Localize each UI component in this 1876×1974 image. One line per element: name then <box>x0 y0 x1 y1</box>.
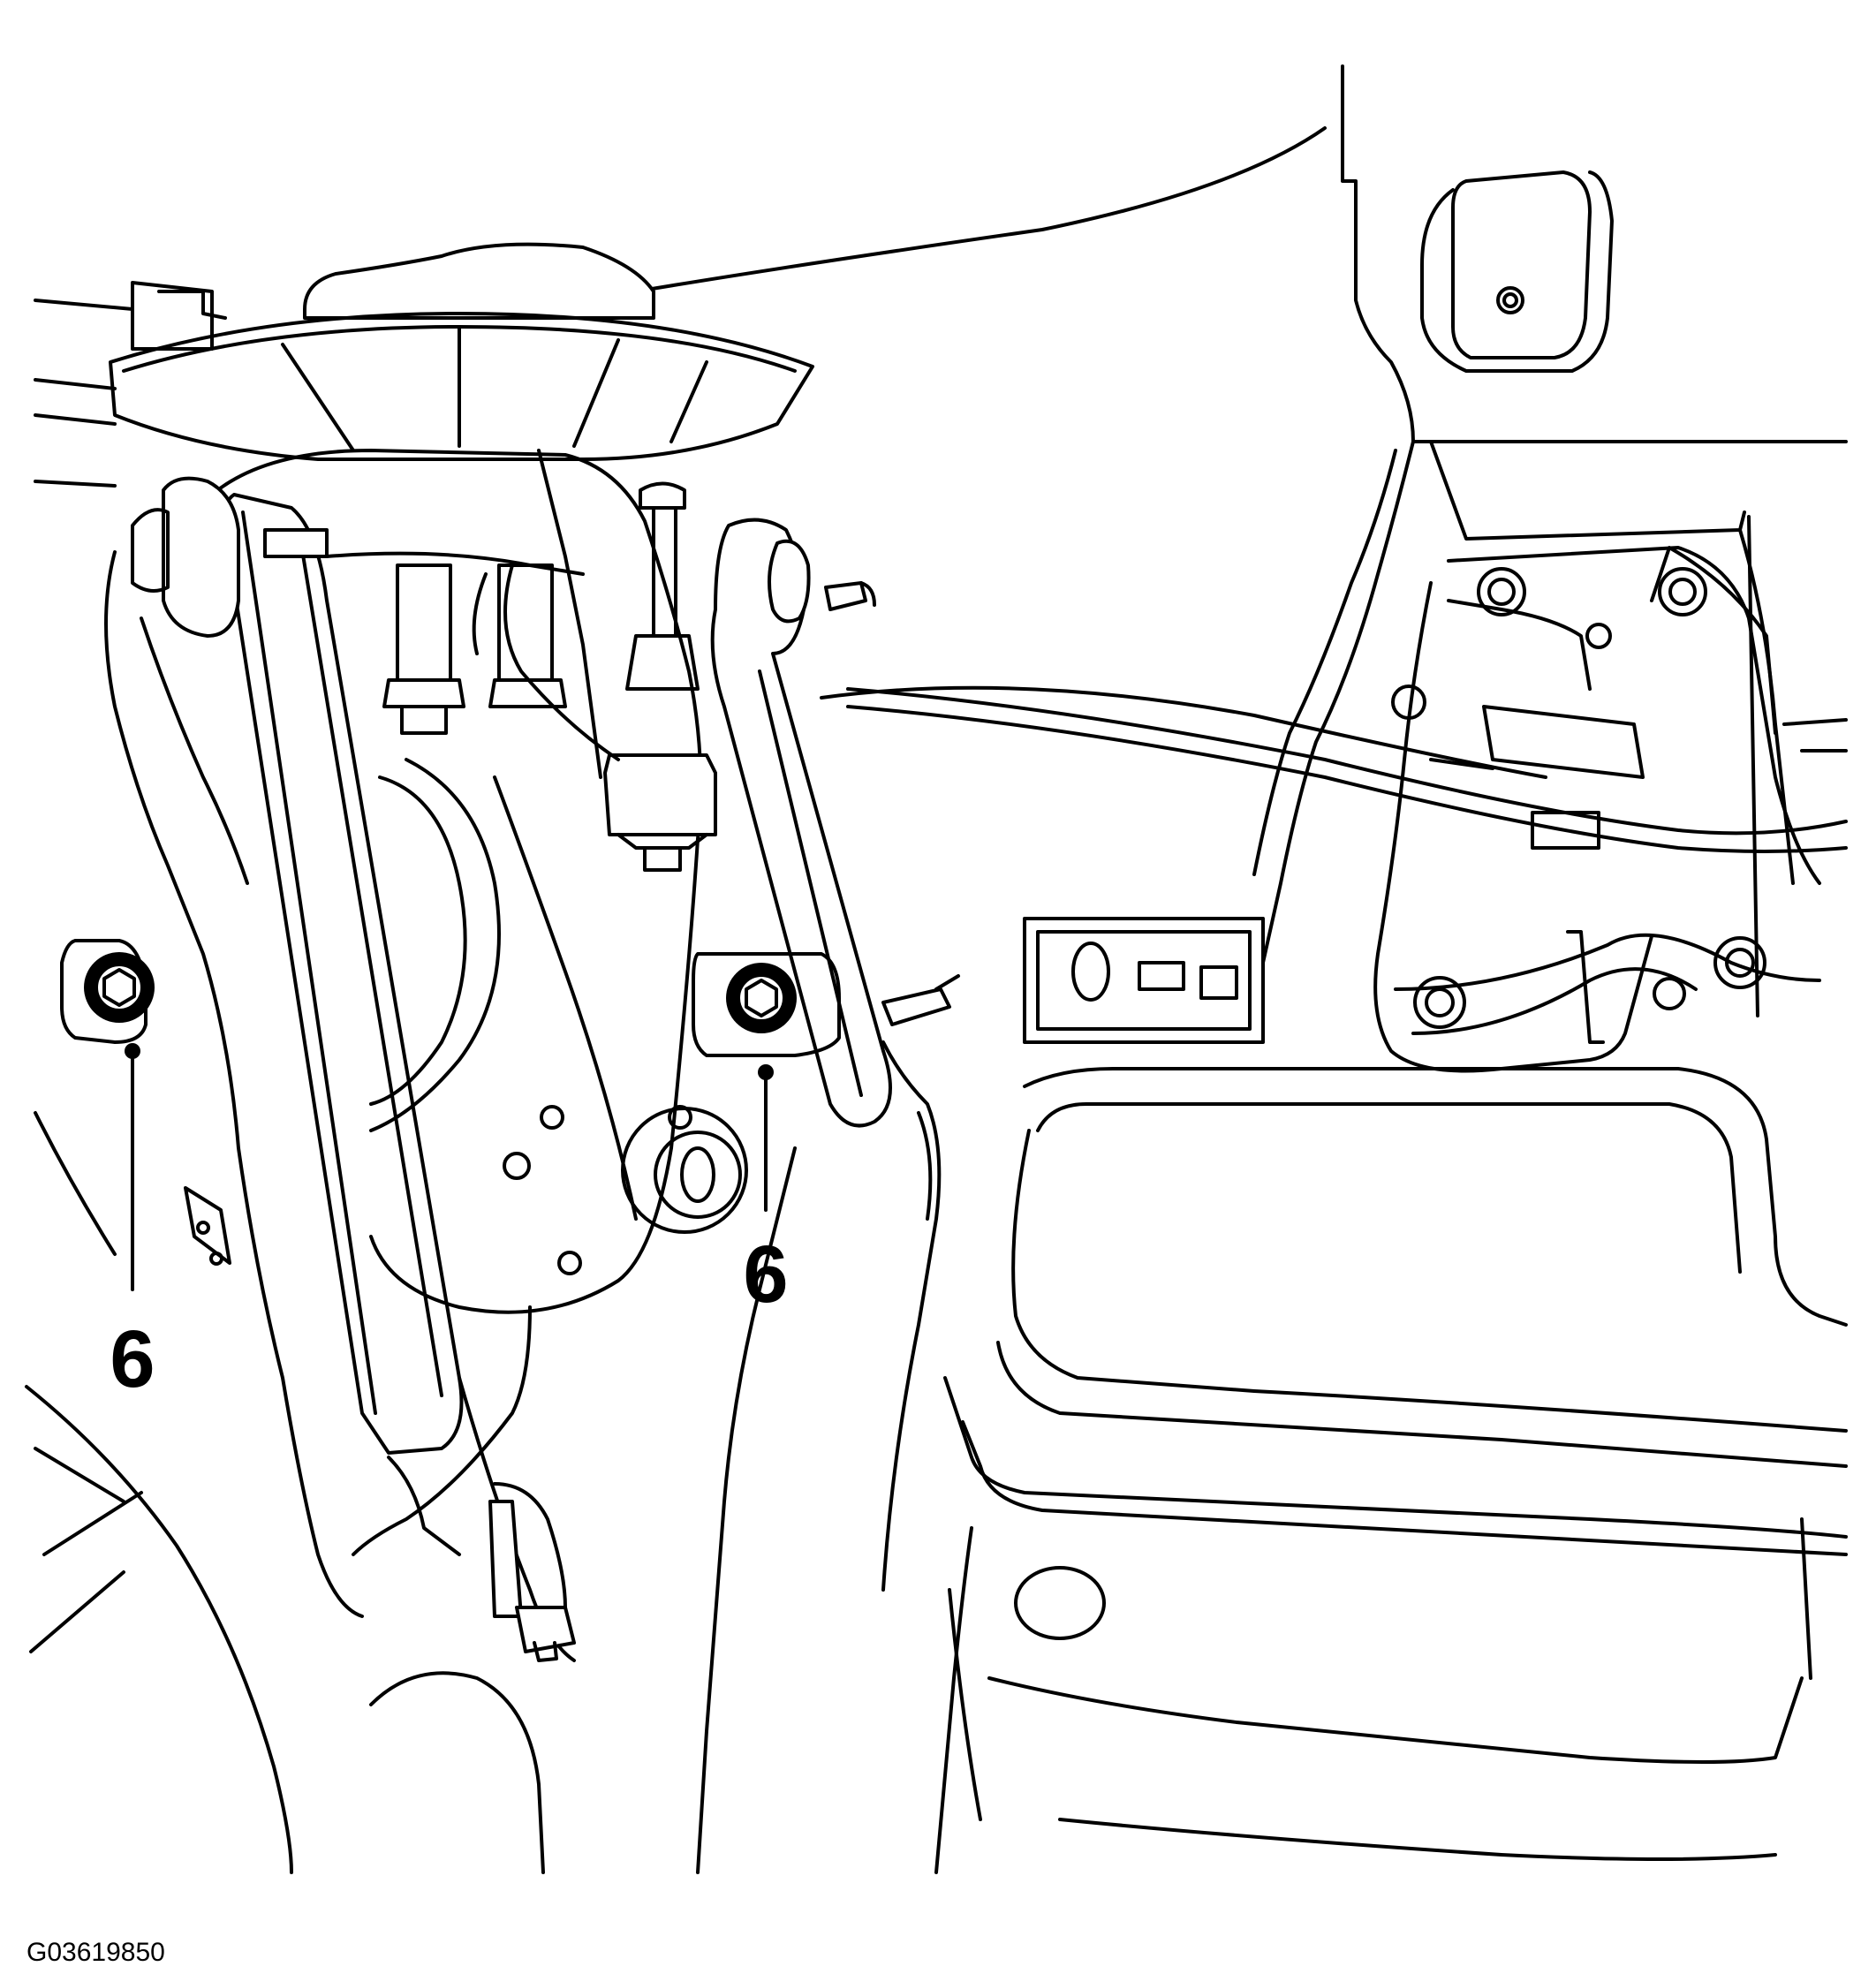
callout-left: 6 <box>110 1043 155 1404</box>
brake-lines <box>820 685 1848 853</box>
sensor-bracket <box>881 917 1265 1044</box>
figure-id: G03619850 <box>26 1938 165 1967</box>
mount-plates <box>60 939 841 1057</box>
strut-top-mount <box>34 242 814 488</box>
lower-arm <box>352 1040 942 1874</box>
upper-link-mount <box>325 551 620 761</box>
lower-body-panels <box>934 1067 1848 1874</box>
callout-label: 6 <box>743 1229 788 1320</box>
trailing-arm <box>104 476 464 1618</box>
shock-absorber <box>603 481 717 872</box>
bolt-6-center <box>726 963 797 1033</box>
bolt-6-left <box>84 952 155 1023</box>
subframe-bracket <box>1373 286 1848 1073</box>
callout-label: 6 <box>110 1314 155 1404</box>
wheel-arcs <box>25 1111 545 1874</box>
lateral-link <box>710 518 892 1128</box>
knuckle-housing <box>210 449 748 1314</box>
callout-center: 6 <box>743 1064 789 1320</box>
body-panel-outlines <box>634 64 1848 1017</box>
